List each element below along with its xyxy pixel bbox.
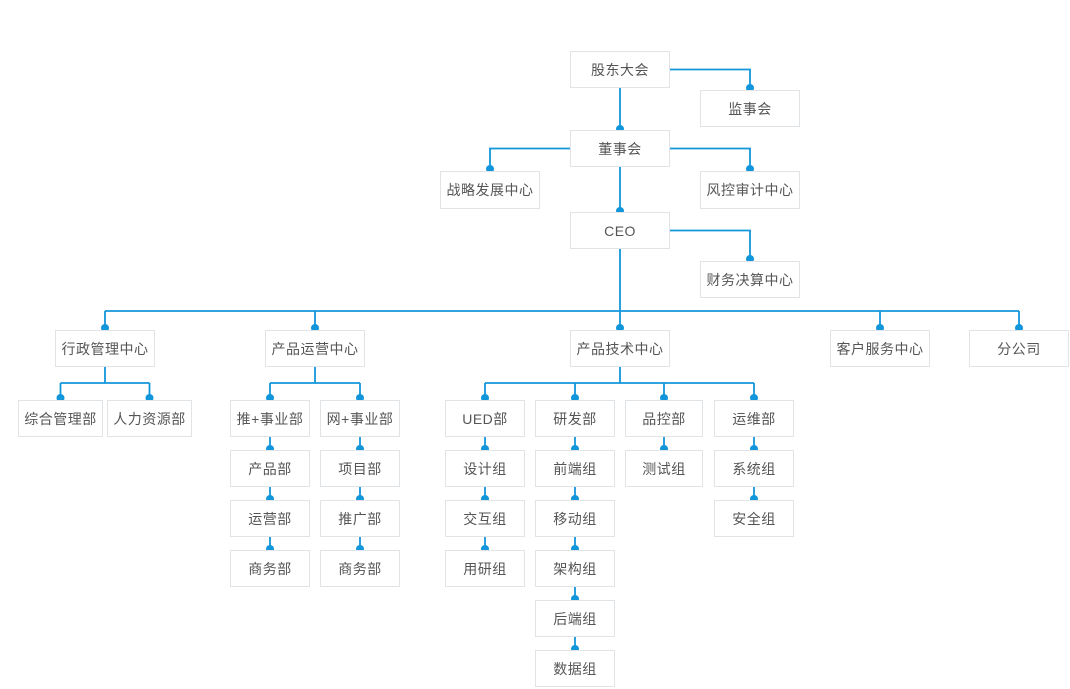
- org-node-kefu: 客户服务中心: [830, 330, 930, 367]
- org-node-shangwu1: 商务部: [230, 550, 310, 587]
- org-node-jishu: 产品技术中心: [570, 330, 670, 367]
- org-node-ceshi: 测试组: [625, 450, 703, 487]
- org-node-jiagou: 架构组: [535, 550, 615, 587]
- org-node-pinkong: 品控部: [625, 400, 703, 437]
- org-node-ued: UED部: [445, 400, 525, 437]
- org-node-tui: 推+事业部: [230, 400, 310, 437]
- org-node-xitong: 系统组: [714, 450, 794, 487]
- org-node-qianduan: 前端组: [535, 450, 615, 487]
- org-node-yunwei: 运维部: [714, 400, 794, 437]
- connector-line: [670, 68, 751, 90]
- org-node-dongshihui: 董事会: [570, 130, 670, 167]
- org-node-ceo: CEO: [570, 212, 670, 249]
- org-node-anquan: 安全组: [714, 500, 794, 537]
- org-node-renli: 人力资源部: [107, 400, 192, 437]
- org-node-gudong: 股东大会: [570, 51, 670, 88]
- org-node-caiwu: 财务决算中心: [700, 261, 800, 298]
- connector-line: [670, 147, 751, 171]
- connector-line: [489, 147, 570, 171]
- org-node-xingzheng: 行政管理中心: [55, 330, 155, 367]
- org-node-yanfa: 研发部: [535, 400, 615, 437]
- org-node-jianshihui: 监事会: [700, 90, 800, 127]
- org-node-jiaohu: 交互组: [445, 500, 525, 537]
- org-node-sheji: 设计组: [445, 450, 525, 487]
- org-node-xiangmu: 项目部: [320, 450, 400, 487]
- org-node-yingyunbu: 运营部: [230, 500, 310, 537]
- org-node-zonghe: 综合管理部: [18, 400, 103, 437]
- org-node-shuju: 数据组: [535, 650, 615, 687]
- org-node-tuiguang: 推广部: [320, 500, 400, 537]
- org-node-yunying: 产品运营中心: [265, 330, 365, 367]
- connector-line: [670, 229, 751, 261]
- org-node-fengkong: 风控审计中心: [700, 171, 800, 209]
- org-node-yidong: 移动组: [535, 500, 615, 537]
- org-node-shangwu2: 商务部: [320, 550, 400, 587]
- org-node-chanpin: 产品部: [230, 450, 310, 487]
- org-node-fengongsi: 分公司: [969, 330, 1069, 367]
- org-node-houduan: 后端组: [535, 600, 615, 637]
- org-node-wang: 网+事业部: [320, 400, 400, 437]
- org-node-zhanlue: 战略发展中心: [440, 171, 540, 209]
- org-node-yongyan: 用研组: [445, 550, 525, 587]
